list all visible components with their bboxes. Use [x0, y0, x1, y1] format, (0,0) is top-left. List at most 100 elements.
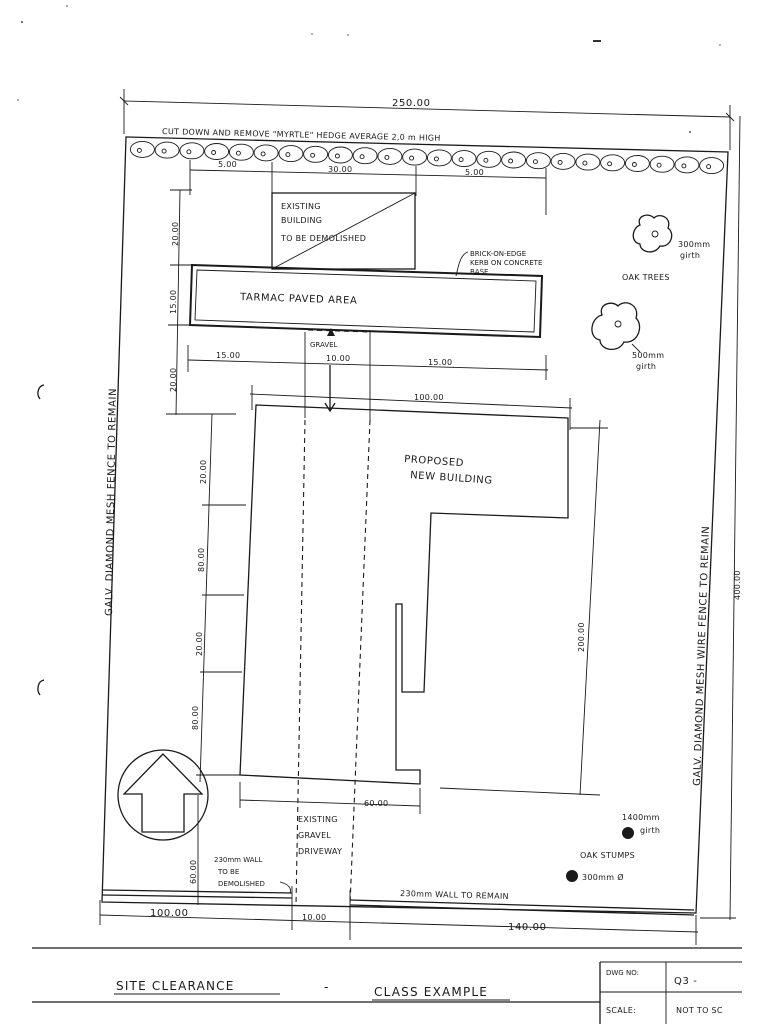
hedge-bush — [402, 148, 428, 166]
svg-text:5.00: 5.00 — [465, 168, 484, 177]
right-fence-label: GALV. DIAMOND MESH WIRE FENCE TO REMAIN — [692, 526, 712, 787]
dim-hedge-chain: 5.00 30.00 5.00 — [189, 160, 547, 215]
hedge-bush — [501, 151, 527, 169]
drawing-title: SITE CLEARANCE — [116, 979, 235, 993]
svg-text:230mm WALL: 230mm WALL — [214, 856, 262, 864]
svg-text:20.00: 20.00 — [171, 222, 180, 246]
svg-text:PROPOSED: PROPOSED — [404, 454, 465, 469]
hedge-bush — [327, 146, 353, 164]
dim-left-upper: 20.00 15.00 20.00 — [166, 189, 236, 416]
svg-text:-: - — [324, 980, 330, 994]
hedge-bush-detail — [186, 149, 192, 155]
svg-text:1400mm: 1400mm — [622, 813, 660, 822]
scan-specks — [17, 5, 721, 133]
svg-text:KERB ON CONCRETE: KERB ON CONCRETE — [470, 259, 542, 267]
oak-stumps: 1400mm girth OAK STUMPS 300mm Ø — [566, 813, 660, 882]
hedge-bush-detail — [433, 156, 439, 162]
svg-text:300mm Ø: 300mm Ø — [582, 872, 624, 882]
hedge-bush — [550, 152, 576, 170]
svg-text:GRAVEL: GRAVEL — [298, 831, 331, 840]
hedge-bush — [624, 155, 650, 172]
dim-right-overall: 400.00 — [700, 115, 742, 921]
brick-kerb-note: BRICK-ON-EDGE KERB ON CONCRETE BASE — [455, 250, 542, 277]
svg-text:60.00: 60.00 — [189, 860, 198, 884]
oak-tree-300: 300mm girth — [632, 214, 710, 260]
hedge-bush-detail — [384, 154, 390, 160]
svg-text:OAK STUMPS: OAK STUMPS — [580, 851, 635, 860]
tarmac-paved-area: TARMAC PAVED AREA — [188, 263, 544, 339]
svg-text:80.00: 80.00 — [191, 706, 200, 730]
hedge-bush-detail — [235, 150, 241, 156]
dim-building-width: 100.00 — [249, 385, 573, 430]
hedge-bush — [179, 142, 205, 160]
hedge-bush — [575, 153, 601, 171]
drawing-number: Q3 - — [674, 976, 697, 987]
existing-gravel-driveway: EXISTING GRAVEL DRIVEWAY — [295, 419, 371, 906]
hedge-bush-detail — [334, 153, 340, 159]
svg-text:EXISTING: EXISTING — [281, 202, 321, 211]
hedge-bush-detail — [260, 151, 266, 157]
svg-text:BASE: BASE — [470, 268, 488, 276]
hedge-bush-detail — [285, 152, 291, 158]
hedge-bush — [525, 152, 551, 170]
hedge-bush — [451, 150, 477, 168]
drawing-scale: NOT TO SC — [676, 1006, 723, 1015]
hedge-bush-detail — [706, 164, 712, 170]
dim-bottom-chain: 100.00 10.00 140.00 — [99, 900, 699, 945]
svg-text:BUILDING: BUILDING — [281, 216, 322, 225]
punch-hole-mark — [37, 384, 45, 400]
svg-text:20.00: 20.00 — [195, 632, 204, 656]
svg-text:GRAVEL: GRAVEL — [310, 341, 338, 349]
svg-text:15.00: 15.00 — [169, 290, 178, 314]
svg-text:60.00: 60.00 — [364, 799, 388, 808]
dim-tarmac-chain: 15.00 10.00 15.00 — [187, 330, 549, 420]
hedge-bush-detail — [631, 162, 637, 167]
svg-text:BRICK-ON-EDGE: BRICK-ON-EDGE — [470, 250, 526, 258]
hedge-bush — [303, 145, 329, 163]
svg-text:300mm: 300mm — [678, 240, 710, 249]
dim-top-overall: 250.00 — [119, 89, 735, 150]
svg-text:girth: girth — [640, 826, 660, 835]
hedge-bush-detail — [310, 152, 316, 158]
hedge-bush-detail — [211, 150, 217, 155]
hedge-bush-detail — [359, 154, 365, 160]
left-fence-label: GALV. DIAMOND MESH FENCE TO REMAIN — [104, 388, 119, 616]
oak-tree-500: 500mm girth — [591, 302, 664, 371]
hedge-bush-detail — [136, 147, 142, 153]
hedge-bush-detail — [681, 163, 687, 169]
svg-text:TARMAC PAVED AREA: TARMAC PAVED AREA — [239, 292, 358, 307]
hedge-bush — [426, 149, 452, 167]
svg-text:20.00: 20.00 — [199, 460, 208, 484]
hedge-bush-detail — [532, 159, 538, 165]
svg-text:15.00: 15.00 — [428, 358, 452, 367]
hedge-bush — [228, 143, 254, 161]
hedge-bush-detail — [458, 157, 464, 163]
svg-text:20.00: 20.00 — [169, 368, 178, 392]
hedge-bush — [204, 143, 230, 160]
hedge-bush — [600, 154, 626, 172]
hedge-bush — [129, 140, 155, 158]
hedge-bush — [649, 155, 675, 173]
gravel-access: GRAVEL — [307, 328, 371, 413]
existing-building: EXISTING BUILDING TO BE DEMOLISHED — [271, 192, 416, 270]
svg-text:500mm: 500mm — [632, 351, 664, 360]
svg-text:10.00: 10.00 — [326, 354, 350, 363]
wall-to-remain: 230mm WALL TO REMAIN — [349, 889, 695, 930]
svg-text:250.00: 250.00 — [392, 98, 431, 109]
site-boundary — [101, 136, 729, 914]
oak-trees-label: OAK TREES — [622, 273, 670, 282]
hedge-bush-detail — [161, 148, 167, 154]
svg-text:NEW BUILDING: NEW BUILDING — [410, 470, 493, 487]
svg-text:5.00: 5.00 — [218, 160, 237, 169]
svg-text:15.00: 15.00 — [216, 351, 240, 360]
hedge-bush — [352, 147, 378, 165]
hedge-bush-detail — [409, 155, 415, 161]
hedge-bush-detail — [607, 161, 613, 167]
hedge-bush-detail — [483, 157, 489, 163]
svg-text:10.00: 10.00 — [302, 913, 326, 922]
hedge-bush — [154, 141, 180, 159]
hedge-bush-detail — [508, 158, 514, 164]
north-arrow-icon — [117, 749, 209, 841]
drawing-subtitle: CLASS EXAMPLE — [374, 985, 488, 999]
